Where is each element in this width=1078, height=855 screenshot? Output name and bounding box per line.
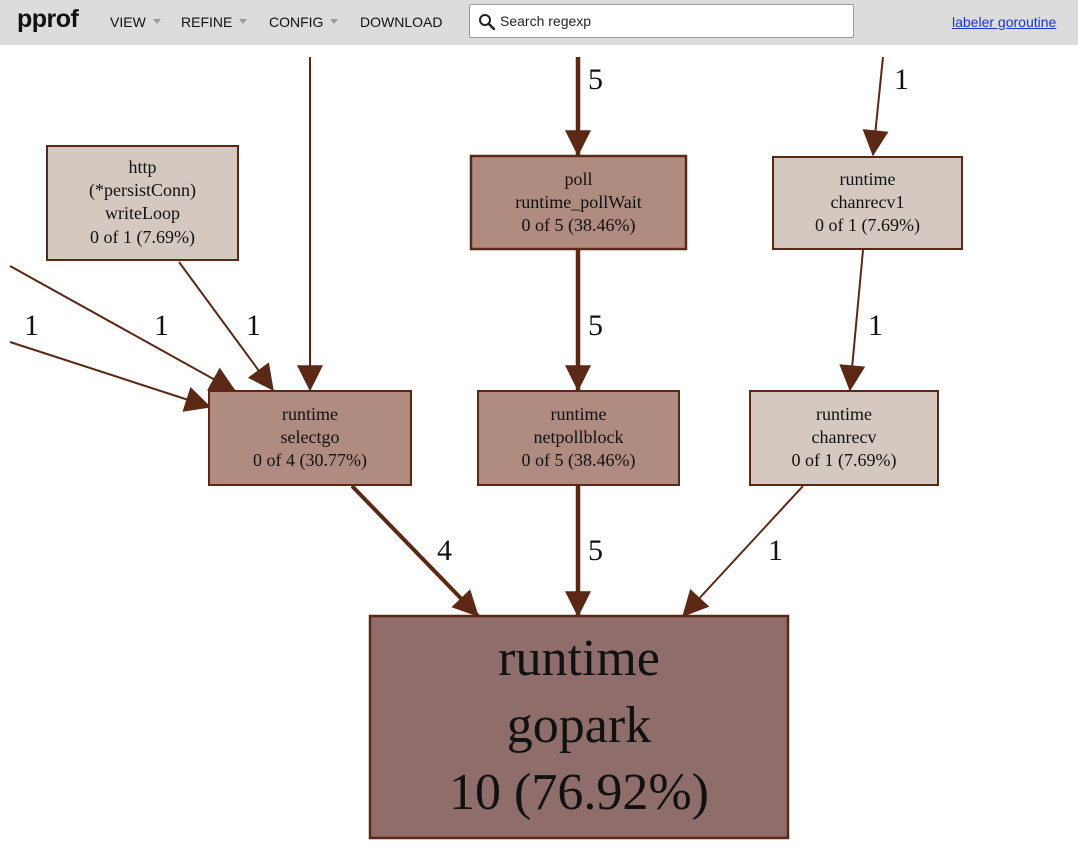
menu-refine[interactable]: REFINE: [181, 14, 248, 30]
menu-view[interactable]: VIEW: [110, 14, 161, 30]
menu-download-label: DOWNLOAD: [360, 14, 443, 30]
node-function: netpollblock: [534, 427, 624, 447]
search-box[interactable]: [469, 4, 854, 38]
labeler-link[interactable]: labeler goroutine: [952, 14, 1057, 30]
node-function: gopark: [507, 697, 651, 754]
edge-labels: 5 1 1 1 1 5 1 4 5 1: [24, 63, 909, 567]
edge-label: 1: [768, 534, 783, 567]
node-package: runtime: [282, 404, 338, 424]
graph-edge[interactable]: [682, 485, 804, 617]
node-stat: 0 of 1 (7.69%): [792, 450, 897, 471]
graph-node-runtime-selectgo[interactable]: runtime selectgo 0 of 4 (30.77%): [208, 390, 412, 486]
edge-label: 1: [894, 63, 909, 96]
node-function: chanrecv: [812, 427, 877, 447]
menu-config[interactable]: CONFIG: [269, 14, 339, 30]
edge-label: 1: [154, 309, 169, 342]
node-stat: 0 of 4 (30.77%): [253, 450, 367, 471]
edge-label: 1: [24, 309, 39, 342]
graph-node-runtime-gopark[interactable]: runtime gopark 10 (76.92%): [368, 614, 790, 840]
search-icon: [479, 14, 496, 31]
graph-node-runtime-chanrecv[interactable]: runtime chanrecv 0 of 1 (7.69%): [749, 390, 939, 486]
edge-label: 5: [588, 309, 603, 342]
node-package: runtime: [840, 169, 896, 189]
node-function: writeLoop: [105, 203, 180, 223]
node-function: runtime_pollWait: [515, 192, 642, 212]
graph-edge[interactable]: [350, 484, 480, 618]
graph-node-runtime-netpollblock[interactable]: runtime netpollblock 0 of 5 (38.46%): [477, 390, 680, 486]
app-logo: pprof: [17, 5, 79, 33]
graph-node-runtime-chanrecv1[interactable]: runtime chanrecv1 0 of 1 (7.69%): [772, 156, 963, 250]
node-package: runtime: [551, 404, 607, 424]
node-stat: 0 of 5 (38.46%): [522, 450, 636, 471]
chevron-down-icon: [152, 19, 161, 24]
node-stat: 0 of 1 (7.69%): [815, 215, 920, 236]
graph-edge[interactable]: [9, 341, 212, 412]
graph-edge[interactable]: [839, 249, 866, 392]
graph-edge[interactable]: [862, 56, 889, 157]
node-function: chanrecv1: [831, 192, 905, 212]
search-input[interactable]: [500, 5, 845, 37]
node-function: (*persistConn): [89, 180, 196, 201]
edge-label: 5: [588, 534, 603, 567]
graph-node-http-writeloop[interactable]: http (*persistConn) writeLoop 0 of 1 (7.…: [46, 145, 239, 261]
menu-view-label: VIEW: [110, 14, 146, 30]
graph-edge[interactable]: [178, 261, 274, 392]
edge-label: 4: [437, 534, 452, 567]
node-package: http: [128, 157, 156, 177]
menu-refine-label: REFINE: [181, 14, 233, 30]
graph-edge[interactable]: [9, 265, 237, 392]
chevron-down-icon: [239, 19, 248, 24]
node-stat: 10 (76.92%): [449, 764, 709, 821]
edge-label: 1: [246, 309, 261, 342]
node-package: runtime: [498, 630, 660, 687]
menu-download[interactable]: DOWNLOAD: [360, 14, 442, 30]
menu-config-label: CONFIG: [269, 14, 324, 30]
edge-label: 5: [588, 63, 603, 96]
node-function: selectgo: [281, 427, 340, 447]
edge-label: 1: [868, 309, 883, 342]
node-package: runtime: [816, 404, 872, 424]
edges-layer: [9, 56, 889, 618]
node-stat: 0 of 5 (38.46%): [522, 215, 636, 236]
graph-node-poll-pollwait[interactable]: poll runtime_pollWait 0 of 5 (38.46%): [469, 154, 688, 251]
toolbar: pprof VIEW REFINE CONFIG DOWNLOAD labele…: [0, 0, 1078, 45]
node-stat: 0 of 1 (7.69%): [90, 227, 195, 248]
chevron-down-icon: [330, 19, 339, 24]
call-graph[interactable]: 5 1 1 1 1 5 1 4 5 1 http (*persistConn) …: [0, 45, 1078, 855]
node-package: poll: [564, 169, 592, 189]
